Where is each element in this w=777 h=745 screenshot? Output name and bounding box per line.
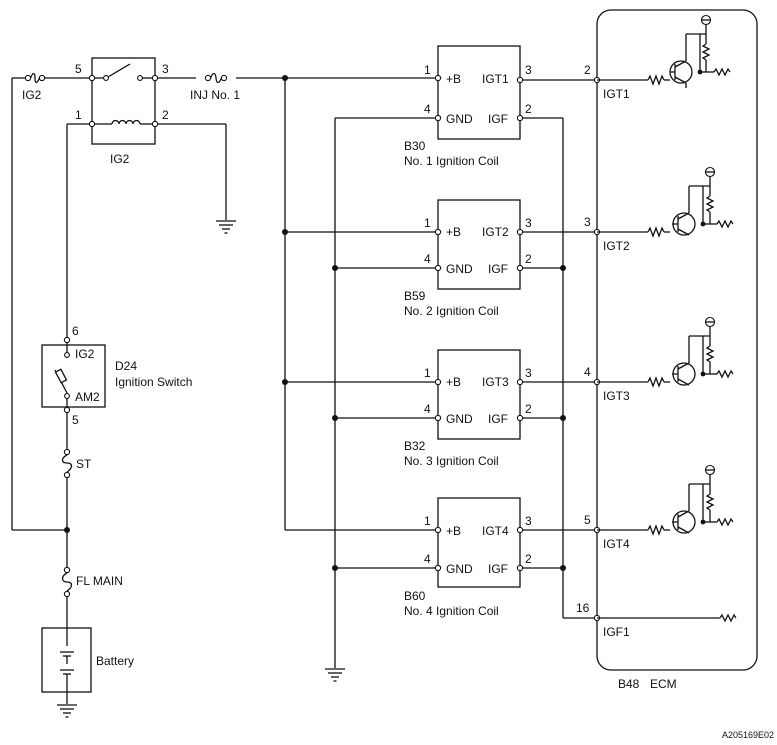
ig2-fuse-icon: [24, 72, 46, 84]
coil2-name: No. 2 Ignition Coil: [404, 304, 499, 318]
coil3-pin-gnd: 4: [424, 402, 431, 416]
ecm-igf1-line: [597, 613, 737, 623]
switch-id: D24: [115, 359, 137, 373]
coil1-name: No. 1 Ignition Coil: [404, 154, 499, 168]
coil4-name: No. 4 Ignition Coil: [404, 604, 499, 618]
coil4-pin-igf: 2: [525, 552, 532, 566]
coil1-pin-igf: 2: [525, 102, 532, 116]
ecm-box: [593, 9, 758, 671]
coil2-id: B59: [404, 289, 426, 303]
relay-pin-1: 1: [75, 108, 82, 122]
coil4-term-gnd: GND: [446, 562, 473, 576]
st-fuse-label: ST: [76, 457, 92, 471]
coil1-pin-b: 1: [424, 63, 431, 77]
ecm-term-igt4: IGT4: [603, 537, 630, 551]
ignition-switch: [41, 336, 106, 414]
coil4-term-igf: IGF: [488, 562, 508, 576]
ecm-term-igt3: IGT3: [603, 389, 630, 403]
ecm-driver-igt1: [597, 14, 731, 88]
junction-dot: [64, 527, 70, 533]
switch-pin-5: 5: [72, 413, 79, 427]
coil3-id: B32: [404, 439, 426, 453]
ecm-pin-igf1: 16: [576, 601, 590, 615]
switch-pin-6: 6: [72, 324, 79, 338]
igt-lines: [520, 79, 597, 531]
coil-1: [434, 45, 524, 140]
coil1-term-igf: IGF: [488, 112, 508, 126]
coil3-term-b: +B: [446, 375, 461, 389]
coil-4: [434, 497, 524, 588]
coil1-id: B30: [404, 139, 426, 153]
ecm-pin-igt2: 3: [584, 215, 591, 229]
relay-pin-5: 5: [75, 62, 82, 76]
coil3-pin-igt: 3: [525, 366, 532, 380]
coil2-term-gnd: GND: [446, 262, 473, 276]
inj-fuse-label: INJ No. 1: [190, 88, 240, 102]
ecm-term-igf1: IGF1: [603, 625, 630, 639]
ecm-id: B48: [618, 677, 640, 691]
coil3-term-igt: IGT3: [482, 375, 509, 389]
coil4-pin-gnd: 4: [424, 552, 431, 566]
ecm-pin-igt4: 5: [584, 513, 591, 527]
relay-pin-2: 2: [162, 108, 169, 122]
ig2-relay: [88, 57, 159, 145]
coil3-term-igf: IGF: [488, 412, 508, 426]
gnd-bus: [332, 117, 438, 668]
coil1-pin-igt: 3: [525, 63, 532, 77]
coil1-term-b: +B: [446, 72, 461, 86]
switch-term-ig2: IG2: [75, 347, 95, 361]
coil3-pin-igf: 2: [525, 402, 532, 416]
relay-ground-icon: [216, 220, 236, 234]
ig2-fuse-label: IG2: [22, 88, 42, 102]
battery-icon: [41, 627, 92, 693]
plus-b-bus: [282, 75, 438, 531]
coil4-term-b: +B: [446, 524, 461, 538]
switch-name: Ignition Switch: [115, 375, 192, 389]
igf-bus: [520, 117, 597, 619]
ecm-pin-igt3: 4: [584, 365, 591, 379]
fl-main-fuse-label: FL MAIN: [76, 574, 123, 588]
coil4-pin-igt: 3: [525, 514, 532, 528]
ecm-term-igt2: IGT2: [603, 239, 630, 253]
battery-label: Battery: [96, 654, 134, 668]
left-wiring: [11, 77, 438, 704]
coil1-pin-gnd: 4: [424, 102, 431, 116]
coil1-term-gnd: GND: [446, 112, 473, 126]
coil2-pin-igt: 3: [525, 216, 532, 230]
ecm-term-igt1: IGT1: [603, 87, 630, 101]
figure-code: A205169E02: [722, 730, 774, 740]
coil2-pin-igf: 2: [525, 252, 532, 266]
coil4-pin-b: 1: [424, 514, 431, 528]
st-fuse-icon: [61, 448, 73, 479]
coil-3: [434, 349, 524, 440]
coil3-name: No. 3 Ignition Coil: [404, 454, 499, 468]
coil2-pin-gnd: 4: [424, 252, 431, 266]
switch-term-am2: AM2: [75, 390, 100, 404]
ecm-driver-igt3: [597, 316, 734, 388]
ecm-driver-igt2: [597, 166, 734, 238]
ecm-driver-igt4: [597, 464, 734, 536]
coil2-term-b: +B: [446, 225, 461, 239]
coil1-term-igt: IGT1: [482, 72, 509, 86]
relay-pin-3: 3: [162, 62, 169, 76]
coil2-term-igt: IGT2: [482, 225, 509, 239]
coil2-term-igf: IGF: [488, 262, 508, 276]
ecm-name: ECM: [650, 677, 677, 691]
inj-fuse-icon: [204, 72, 228, 84]
coil3-term-gnd: GND: [446, 412, 473, 426]
coil-2: [434, 199, 524, 290]
battery-ground-icon: [57, 704, 77, 718]
coil3-pin-b: 1: [424, 366, 431, 380]
coil4-id: B60: [404, 589, 426, 603]
coil4-term-igt: IGT4: [482, 524, 509, 538]
relay-label: IG2: [110, 152, 130, 166]
ecm-pin-igt1: 2: [584, 63, 591, 77]
gnd-bus-ground-icon: [325, 668, 345, 682]
coil2-pin-b: 1: [424, 216, 431, 230]
fl-main-fuse-icon: [61, 566, 73, 598]
